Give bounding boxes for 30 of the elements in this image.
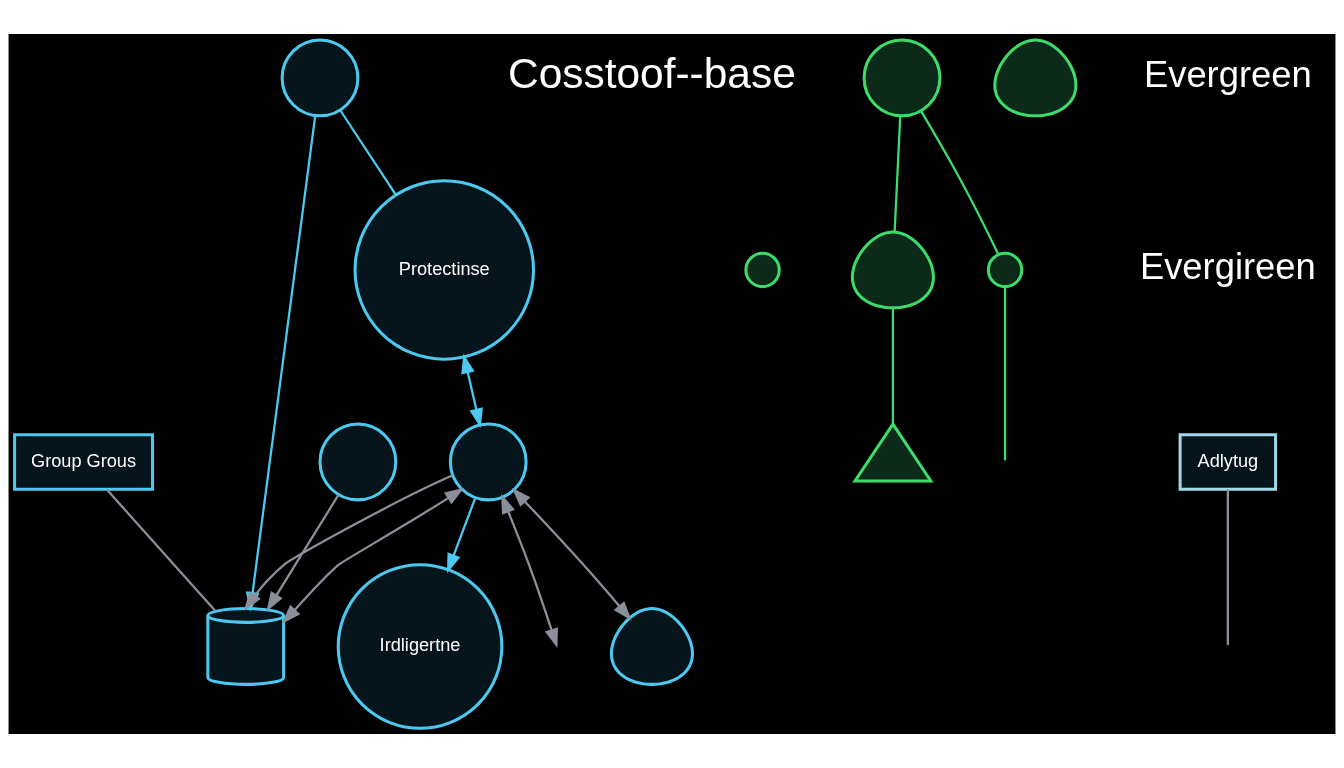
label: Cosstoof--base	[508, 50, 796, 98]
label: Evergreen	[1143, 54, 1312, 96]
node-picture	[852, 421, 934, 483]
node-circle	[280, 38, 360, 118]
arrow	[266, 494, 340, 612]
node-person	[993, 38, 1078, 118]
arrow	[281, 487, 465, 624]
node-circle	[744, 251, 781, 289]
node-circle	[318, 422, 398, 502]
node-person	[850, 230, 935, 310]
arrow	[461, 353, 483, 429]
arrow	[501, 494, 558, 649]
node-box: Adlytug	[1178, 433, 1278, 491]
label: Evergireen	[1139, 246, 1316, 288]
node-circle	[448, 422, 528, 502]
connector	[920, 110, 1000, 255]
node-circle: Irdligertne	[336, 563, 504, 730]
node-circle: Protectinse	[353, 179, 536, 361]
node-box: Group Grous	[13, 433, 155, 491]
connector	[105, 488, 216, 612]
node-circle	[862, 38, 942, 118]
node-circle	[986, 251, 1024, 289]
connector	[1003, 286, 1007, 461]
arrow	[511, 487, 632, 621]
connector	[891, 307, 895, 424]
node-person	[609, 607, 694, 686]
connector	[339, 109, 397, 196]
connector	[1226, 489, 1229, 645]
connector	[893, 115, 902, 233]
arrow	[447, 497, 477, 574]
